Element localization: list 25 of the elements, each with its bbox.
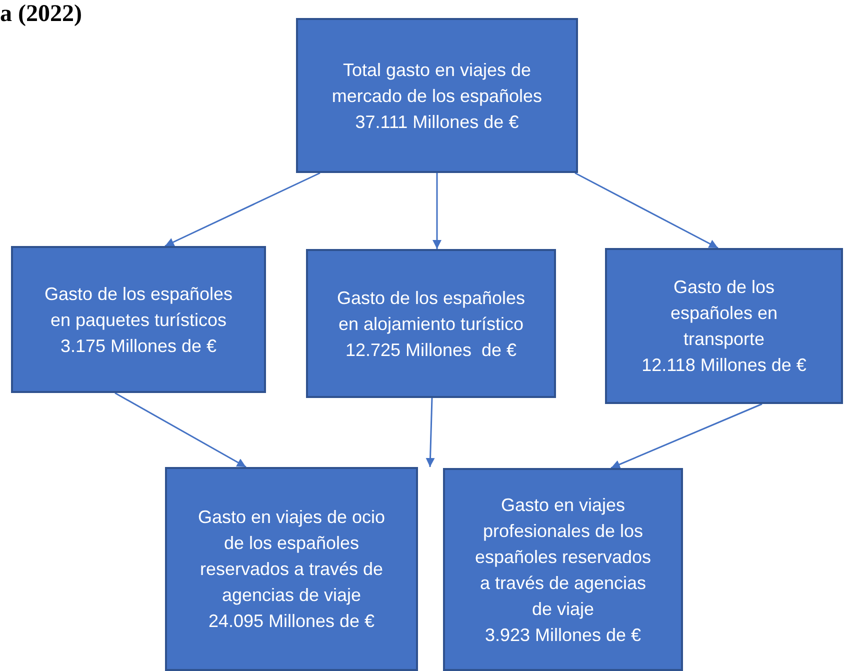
amount-text: 24.095 Millones de € (208, 610, 375, 633)
amount-text: 3.923 Millones de € (484, 624, 642, 646)
amount-text: 12.118 Millones de € (642, 354, 806, 377)
box-text: Gasto de los españoles en paquetes turísticos (43, 282, 234, 332)
process-box (165, 467, 418, 671)
box-text: Gasto de los españoles en alojamiento turístico (336, 286, 526, 336)
process-box (306, 249, 556, 398)
process-box (11, 246, 266, 393)
arrow (574, 172, 718, 249)
amount-text: 37.111 Millones de € (355, 110, 519, 134)
process-box (443, 468, 683, 671)
box-text: Gasto en viajes profesionales de los españoles reservados a través de agencias de viaje (474, 494, 652, 621)
arrow (432, 173, 442, 249)
amount-text: 3.175 Millones de € (60, 334, 217, 358)
box-text: Total gasto en viajes de mercado de los españoles (330, 58, 544, 108)
box-text: Gasto en viajes de ocio de los españoles reservados a través de agencias de viaje (196, 506, 386, 607)
arrow (610, 403, 762, 469)
arrow (114, 392, 246, 468)
arrow (426, 398, 435, 468)
box-text: Gasto de los españoles en transporte (669, 276, 779, 351)
process-box (605, 248, 843, 404)
amount-text: 12.725 Millones de € (345, 338, 517, 362)
title: a (2022) (0, 0, 82, 28)
process-box (296, 18, 578, 173)
arrow (164, 172, 320, 247)
